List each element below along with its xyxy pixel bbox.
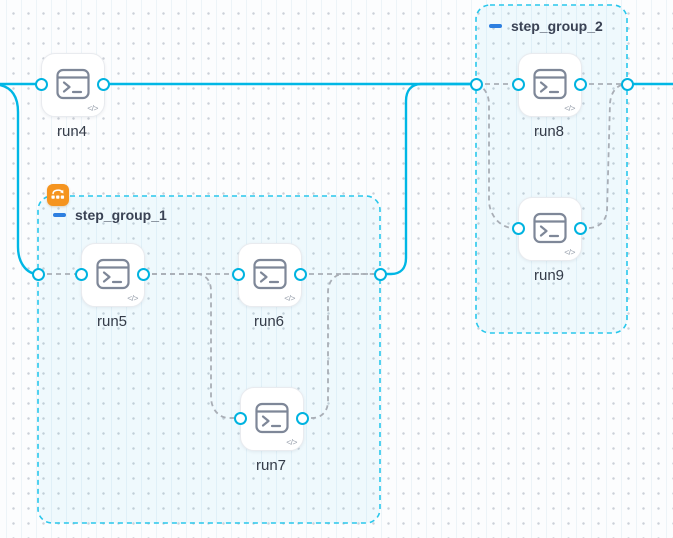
group-label: step_group_1 <box>75 207 167 223</box>
node-run8[interactable]: </> <box>518 53 582 117</box>
terminal-window-icon <box>56 68 90 100</box>
collapse-minus-icon[interactable] <box>53 213 66 217</box>
edge-run5-run7[interactable] <box>143 273 240 419</box>
group-header-step-group-1: step_group_1 <box>53 207 167 223</box>
terminal-window-icon <box>533 68 567 100</box>
node-label-run4: run4 <box>56 123 88 140</box>
group-label: step_group_2 <box>511 18 603 34</box>
node-run6[interactable]: </> <box>238 243 302 307</box>
node-run9[interactable]: </> <box>518 197 582 261</box>
edge-step-group-1-step-group-2[interactable] <box>380 82 476 276</box>
node-label-run6: run6 <box>253 313 285 330</box>
code-icon: </> <box>564 247 575 257</box>
code-icon: </> <box>127 293 138 303</box>
edge-run7-group1out[interactable] <box>302 273 380 419</box>
connection-handle[interactable] <box>293 267 307 281</box>
node-run7[interactable]: </> <box>240 387 304 451</box>
terminal-window-icon <box>253 258 287 290</box>
edge-group2in-run9[interactable] <box>475 83 518 229</box>
connection-handle[interactable] <box>74 267 88 281</box>
code-icon: </> <box>284 293 295 303</box>
connection-handle[interactable] <box>620 77 634 91</box>
node-run4[interactable]: </> <box>41 53 105 117</box>
connection-handle[interactable] <box>231 267 245 281</box>
connection-handle[interactable] <box>373 267 387 281</box>
edge-offscreen-step-group-1[interactable] <box>0 83 39 276</box>
connection-handle[interactable] <box>511 221 525 235</box>
connection-handle[interactable] <box>573 221 587 235</box>
collapse-minus-icon[interactable] <box>489 24 502 28</box>
node-run5[interactable]: </> <box>81 243 145 307</box>
connection-handle[interactable] <box>233 411 247 425</box>
code-icon: </> <box>286 437 297 447</box>
node-label-run5: run5 <box>96 313 128 330</box>
connection-handle[interactable] <box>469 77 483 91</box>
connection-handle[interactable] <box>34 77 48 91</box>
code-icon: </> <box>564 103 575 113</box>
node-label-run7: run7 <box>255 457 287 474</box>
edge-run9-group2out[interactable] <box>580 83 628 229</box>
connection-handle[interactable] <box>136 267 150 281</box>
loop-retry-badge-icon <box>47 184 69 206</box>
connection-handle[interactable] <box>96 77 110 91</box>
connection-handle[interactable] <box>31 267 45 281</box>
terminal-window-icon <box>255 402 289 434</box>
node-label-run9: run9 <box>533 267 565 284</box>
terminal-window-icon <box>533 212 567 244</box>
terminal-window-icon <box>96 258 130 290</box>
connection-handle[interactable] <box>511 77 525 91</box>
connection-handle[interactable] <box>573 77 587 91</box>
code-icon: </> <box>87 103 98 113</box>
connection-handle[interactable] <box>295 411 309 425</box>
group-header-step-group-2: step_group_2 <box>489 18 603 34</box>
node-label-run8: run8 <box>533 123 565 140</box>
